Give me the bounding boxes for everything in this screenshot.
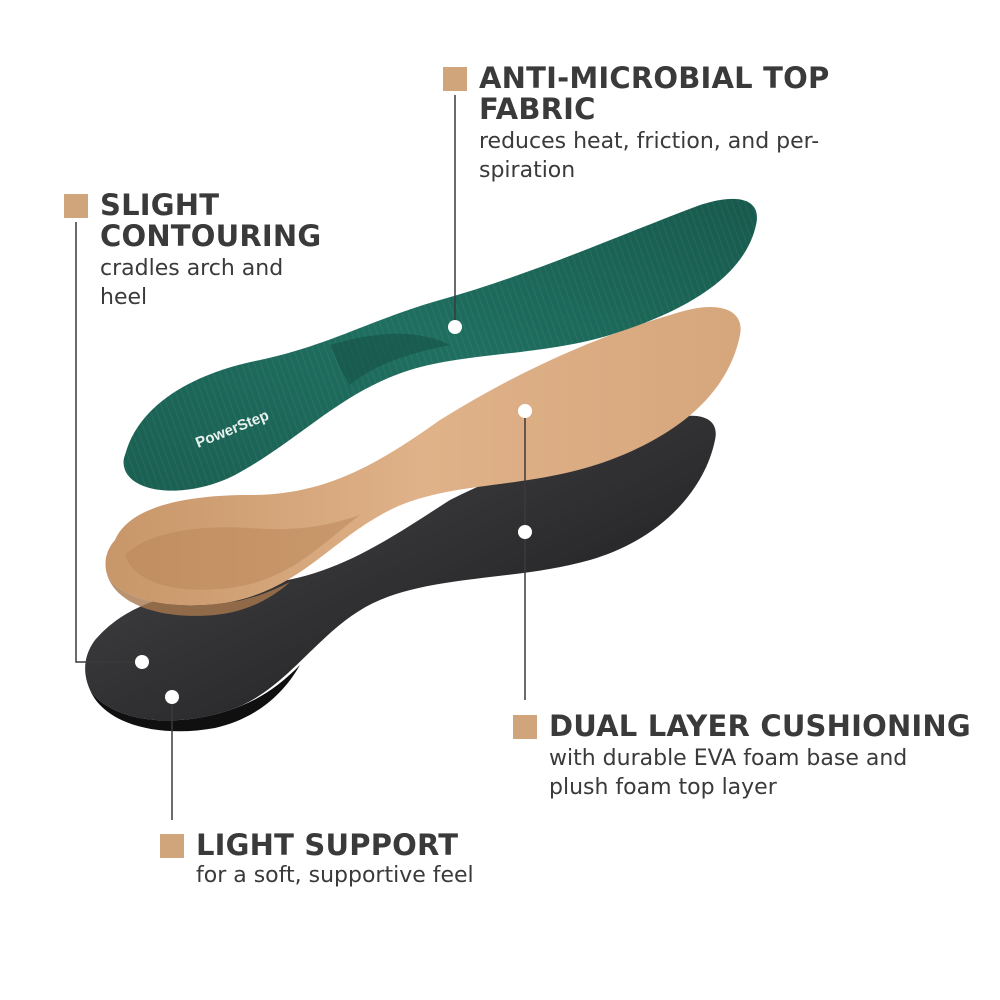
desc-line: spiration (479, 158, 576, 183)
anchor-dots (135, 320, 532, 704)
callout-description: reduces heat, friction, and per- spirati… (479, 127, 873, 185)
callout-light-support: LIGHT SUPPORT for a soft, supportive fee… (160, 830, 580, 890)
callout-title: SLIGHT CONTOURING (100, 190, 364, 252)
title-line: FABRIC (479, 92, 596, 126)
callout-title: ANTI-MICROBIAL TOP FABRIC (479, 63, 873, 125)
callout-dual-layer: DUAL LAYER CUSHIONING with durable EVA f… (513, 711, 993, 802)
callout-contouring: SLIGHT CONTOURING cradles arch and heel (64, 190, 364, 312)
desc-line: cradles arch and (100, 256, 284, 281)
dot-light-support (165, 690, 179, 704)
title-line: SLIGHT (100, 188, 220, 222)
callout-marker (513, 715, 537, 739)
desc-line: reduces heat, friction, and per- (479, 129, 820, 154)
top-fabric-layer: PowerStep (123, 198, 757, 491)
title-line: CONTOURING (100, 219, 322, 253)
callout-marker (443, 67, 467, 91)
desc-line: plush foam top layer (549, 775, 777, 800)
desc-line: for a soft, supportive feel (196, 863, 474, 888)
callout-description: for a soft, supportive feel (196, 861, 580, 890)
desc-line: heel (100, 285, 148, 310)
leader-lines (75, 95, 526, 820)
leader-contouring (75, 222, 140, 663)
callout-description: with durable EVA foam base and plush foa… (549, 744, 993, 802)
dot-dual-upper (518, 404, 532, 418)
callout-marker (64, 194, 88, 218)
dot-contouring (135, 655, 149, 669)
dot-antimicrobial (448, 320, 462, 334)
callout-description: cradles arch and heel (100, 254, 364, 312)
title-line: DUAL LAYER CUSHIONING (549, 709, 971, 743)
desc-line: with durable EVA foam base and (549, 746, 908, 771)
callout-antimicrobial: ANTI-MICROBIAL TOP FABRIC reduces heat, … (443, 63, 873, 185)
callout-marker (160, 834, 184, 858)
title-line: LIGHT SUPPORT (196, 828, 459, 862)
dot-dual-lower (518, 525, 532, 539)
callout-title: LIGHT SUPPORT (196, 830, 580, 861)
callout-title: DUAL LAYER CUSHIONING (549, 711, 993, 742)
middle-layer (105, 306, 741, 616)
title-line: ANTI-MICROBIAL TOP (479, 61, 830, 95)
base-layer (85, 415, 716, 732)
